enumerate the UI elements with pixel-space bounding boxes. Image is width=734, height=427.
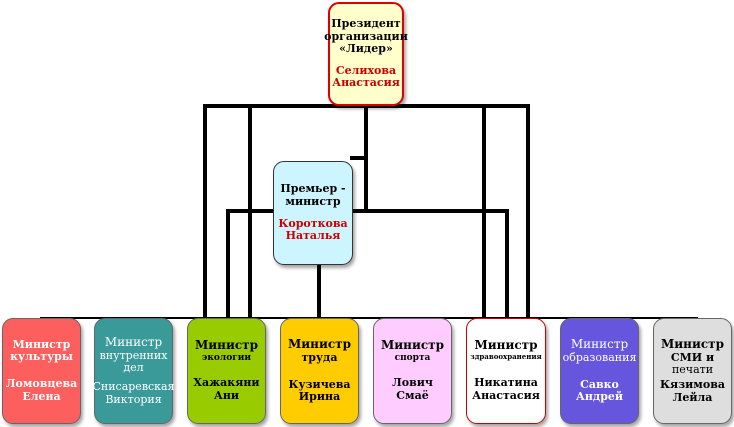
minister-role-line: Министр [381,338,444,353]
minister-sport-box: Министр спорта Лович Смаё [373,318,452,424]
minister-name-line: Лейла [672,390,713,404]
minister-ecology-box: Министр экологии Хажакяни Ани [187,318,266,424]
minister-role: Министр экологии [195,338,258,364]
president-role-line: «Лидер» [339,42,393,56]
president-name-line: Селихова [335,63,397,77]
premier-name-line: Короткова [278,216,348,230]
minister-name-line: Савко [580,377,619,391]
minister-role: Министр здравоохранения [470,339,541,361]
minister-role-line: Министр [195,338,258,353]
minister-labor-box: Министр труда Кузичева Ирина [280,318,359,424]
minister-role-line: внутренних [99,348,168,362]
minister-name: Кузичева Ирина [288,377,351,404]
minister-name-line: Хажакяни [193,376,260,390]
minister-name: Савко Андрей [575,377,624,404]
president-box: Президент организации «Лидер» Селихова А… [324,2,408,106]
minister-name: Хажакяни Ани [193,377,259,402]
minister-name-line: Андрей [575,390,624,404]
minister-name-line: Снисаревская [92,379,175,393]
president-name: Селихова Анастасия [332,63,400,90]
president-role-line: Президент [331,16,401,30]
minister-name-line: Кязимова [660,377,725,391]
premier-role: Премьер - министр [280,183,345,208]
minister-name-line: Кузичева [288,377,351,391]
minister-media-box: Министр СМИ и печати Кязимова Лейла [653,318,732,424]
minister-culture-box: Министр культуры Ломовцева Елена [2,318,81,424]
minister-role: Министр образования [562,337,637,364]
minister-role-line: Министр [104,334,163,349]
minister-name-line: Ани [213,389,240,403]
minister-role-line: здравоохранения [470,352,542,362]
minister-role: Министр внутренних дел [99,334,168,375]
minister-role-line: культуры [10,350,73,364]
minister-role-line: Министр [288,337,351,352]
president-role-line: организации [324,29,408,43]
minister-name-line: Анастасия [472,388,540,402]
premier-name: Короткова Наталья [278,216,348,243]
minister-role-line: дел [123,361,144,375]
minister-role-line: труда [301,350,338,364]
minister-role-line: Министр [474,338,538,353]
minister-role-line: спорта [394,353,431,364]
minister-role: Министр спорта [381,338,444,364]
minister-name-line: Виктория [105,392,162,406]
minister-role-line: Министр [570,337,629,352]
minister-name: Ломовцева Елена [5,377,78,403]
minister-role: Министр культуры [10,337,73,364]
premier-role-line: Премьер - [280,182,346,196]
minister-name-line: Лович [392,376,433,390]
minister-name: Лович Смаё [392,377,433,402]
president-role: Президент организации «Лидер» [324,16,408,56]
minister-name: Снисаревская Виктория [92,379,175,406]
minister-role-line: печати [671,363,714,377]
premier-box: Премьер - министр Короткова Наталья [273,161,353,265]
minister-education-box: Министр образования Савко Андрей [560,318,639,424]
minister-name: Кязимова Лейла [660,377,725,404]
minister-interior-box: Министр внутренних дел Снисаревская Викт… [92,318,175,424]
premier-name-line: Наталья [285,229,341,243]
minister-role: Министр труда [288,337,351,364]
minister-role-line: образования [562,350,637,364]
minister-role-line: Министр [12,337,71,351]
minister-name-line: Смаё [396,389,429,403]
minister-role-line: СМИ и [670,350,715,364]
minister-name-line: Елена [22,389,61,403]
premier-role-line: министр [285,194,341,208]
president-name-line: Анастасия [332,76,400,90]
minister-role: Министр СМИ и печати [661,336,724,377]
minister-role-line: экологии [201,353,252,364]
minister-name-line: Ломовцева [5,377,78,390]
minister-name-line: Ирина [298,390,341,404]
minister-name: Никатина Анастасия [472,377,540,402]
minister-name-line: Никатина [474,376,538,390]
minister-health-box: Министр здравоохранения Никатина Анастас… [466,318,546,424]
minister-role-line: Министр [661,336,724,351]
